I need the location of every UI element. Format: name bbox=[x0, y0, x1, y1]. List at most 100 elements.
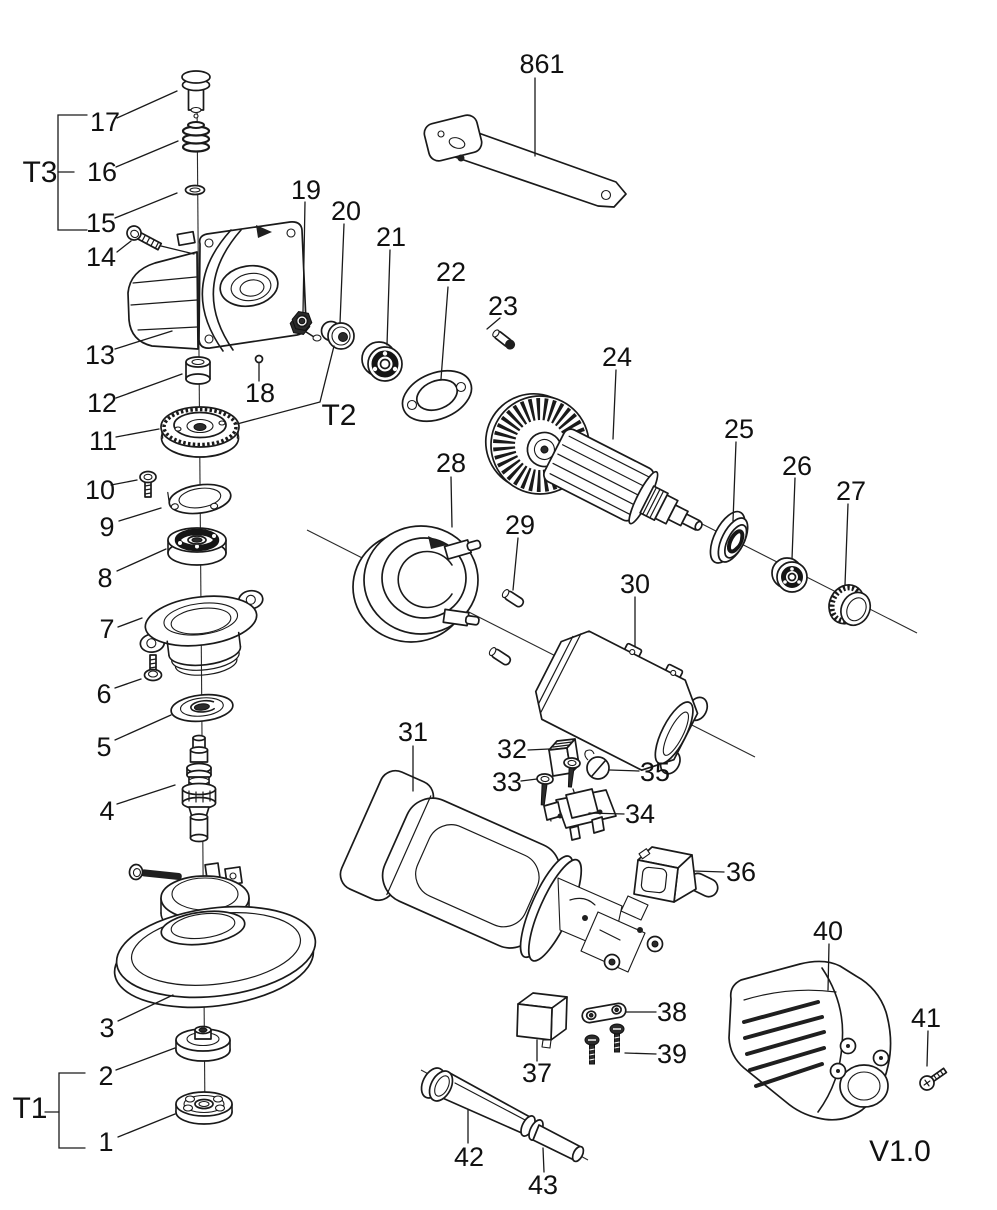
label-7: 7 bbox=[99, 614, 114, 644]
label-17: 17 bbox=[90, 107, 120, 137]
label-23: 23 bbox=[488, 291, 518, 321]
label-25: 25 bbox=[724, 414, 754, 444]
part-31-motor-housing bbox=[339, 769, 583, 962]
label-42: 42 bbox=[454, 1142, 484, 1172]
part-1-lock-nut bbox=[175, 1091, 233, 1125]
label-36: 36 bbox=[726, 857, 756, 887]
label-16: 16 bbox=[87, 157, 117, 187]
part-34-brush-holder bbox=[543, 788, 617, 841]
part-5-washer bbox=[170, 693, 234, 723]
part-40-rear-cover bbox=[728, 960, 892, 1121]
part-22-gasket bbox=[401, 369, 473, 423]
label-19: 19 bbox=[291, 175, 321, 205]
part-24-armature bbox=[484, 392, 703, 531]
label-861: 861 bbox=[519, 49, 564, 79]
label-2: 2 bbox=[98, 1061, 113, 1091]
part-17-lock-pin bbox=[181, 70, 211, 119]
part-7-bearing-housing bbox=[139, 589, 264, 676]
label-6: 6 bbox=[96, 679, 111, 709]
label-4: 4 bbox=[99, 796, 114, 826]
bracket-t1 bbox=[44, 1072, 86, 1149]
label-9: 9 bbox=[99, 512, 114, 542]
part-36-switch bbox=[633, 846, 719, 903]
label-11: 11 bbox=[89, 426, 117, 456]
part-19-nut bbox=[289, 311, 313, 335]
label-30: 30 bbox=[620, 569, 650, 599]
label-33: 33 bbox=[492, 767, 522, 797]
label-35: 35 bbox=[640, 757, 670, 787]
leader-lines bbox=[110, 77, 929, 1173]
part-10-screw bbox=[139, 470, 157, 498]
part-33-screws bbox=[536, 757, 581, 822]
part-15-washer bbox=[184, 184, 206, 196]
part-42-handle-grip bbox=[420, 1067, 531, 1135]
part-4-spindle bbox=[181, 734, 217, 843]
part-18-steel-ball bbox=[254, 354, 264, 364]
label-t2: T2 bbox=[321, 399, 356, 432]
part-29-pins bbox=[488, 589, 525, 666]
label-20: 20 bbox=[331, 196, 361, 226]
label-27: 27 bbox=[836, 476, 866, 506]
version-label: V1.0 bbox=[869, 1135, 931, 1168]
label-5: 5 bbox=[96, 732, 111, 762]
part-37-block bbox=[516, 992, 568, 1049]
part-23-pin bbox=[492, 329, 516, 350]
guard-clamp-bolt bbox=[128, 863, 182, 881]
label-1: 1 bbox=[98, 1127, 113, 1157]
label-39: 39 bbox=[657, 1039, 687, 1069]
label-22: 22 bbox=[436, 257, 466, 287]
part-3-wheel-guard bbox=[113, 905, 317, 1009]
part-27-bearing-ring bbox=[828, 584, 872, 627]
label-40: 40 bbox=[813, 916, 843, 946]
leader-t2 bbox=[236, 345, 335, 425]
label-29: 29 bbox=[505, 510, 535, 540]
label-8: 8 bbox=[97, 563, 112, 593]
part-9-lock-plate bbox=[167, 483, 232, 515]
label-10: 10 bbox=[85, 475, 115, 505]
part-31-internals bbox=[557, 877, 664, 973]
label-37: 37 bbox=[522, 1058, 552, 1088]
part-861-wrench bbox=[423, 114, 627, 208]
part-39-screws bbox=[584, 1023, 625, 1065]
label-15: 15 bbox=[86, 208, 116, 238]
part-25-washer bbox=[709, 510, 749, 564]
part-28-baffle bbox=[352, 525, 482, 643]
label-32: 32 bbox=[497, 734, 527, 764]
part-14-screw bbox=[126, 225, 163, 251]
label-28: 28 bbox=[436, 448, 466, 478]
label-31: 31 bbox=[398, 717, 428, 747]
label-24: 24 bbox=[602, 342, 632, 372]
label-41: 41 bbox=[911, 1003, 941, 1033]
part-8-bearing bbox=[167, 527, 227, 566]
part-2-inner-flange bbox=[175, 1025, 231, 1062]
part-38-cord-clamp bbox=[581, 1002, 627, 1024]
part-35-brush-cap bbox=[584, 749, 610, 780]
part-43-handle-shaft bbox=[520, 1115, 585, 1163]
label-38: 38 bbox=[657, 997, 687, 1027]
label-43: 43 bbox=[528, 1170, 558, 1200]
part-21-bearing bbox=[361, 341, 403, 382]
label-18: 18 bbox=[245, 378, 275, 408]
part-12-sleeve bbox=[185, 356, 211, 385]
part-26-bearing bbox=[771, 557, 808, 593]
label-t1: T1 bbox=[12, 1092, 47, 1125]
label-3: 3 bbox=[99, 1013, 114, 1043]
label-12: 12 bbox=[87, 388, 117, 418]
label-14: 14 bbox=[86, 242, 116, 272]
part-11-gear bbox=[160, 406, 240, 458]
label-21: 21 bbox=[376, 222, 406, 252]
label-13: 13 bbox=[85, 340, 115, 370]
part-41-screw bbox=[919, 1067, 948, 1091]
bracket-t3 bbox=[57, 114, 88, 231]
labels: 17 16 15 14 13 12 11 10 9 8 7 6 5 4 3 2 … bbox=[12, 49, 941, 1200]
part-20-pinion bbox=[320, 320, 355, 350]
part-16-spring bbox=[181, 121, 211, 153]
part-13-gear-housing bbox=[127, 221, 322, 352]
part-30-stator bbox=[534, 630, 709, 775]
part-32-carbon-brush bbox=[548, 738, 580, 777]
label-26: 26 bbox=[782, 451, 812, 481]
label-t3: T3 bbox=[22, 156, 57, 189]
label-34: 34 bbox=[625, 799, 655, 829]
